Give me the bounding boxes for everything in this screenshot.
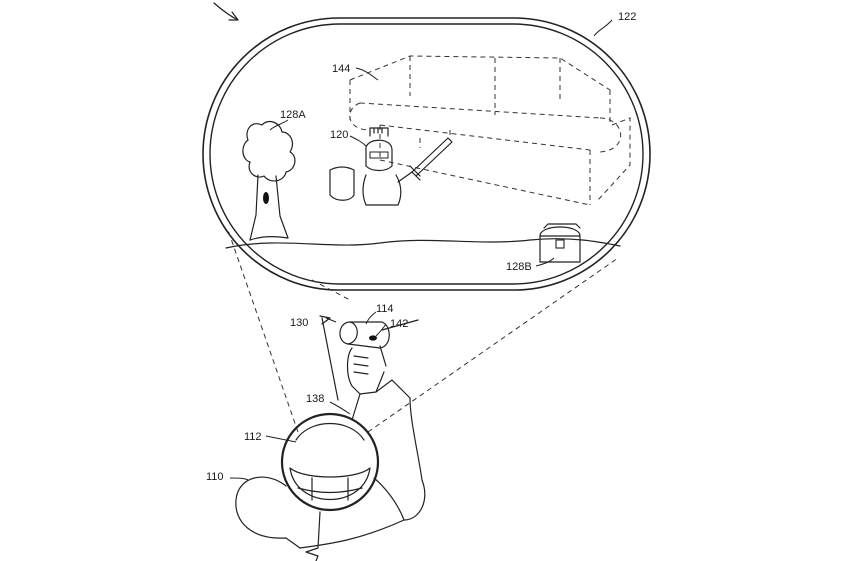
user-body: [235, 397, 426, 561]
label-128b: 128B: [506, 261, 532, 273]
treasure-chest: [539, 223, 581, 263]
headset: [280, 412, 380, 512]
figure-arrow: [213, 2, 239, 21]
view-frustum: [227, 229, 619, 433]
label-110: 110: [206, 471, 224, 483]
couch: [349, 55, 631, 206]
knight: [329, 127, 453, 206]
ground-line: [225, 238, 621, 249]
label-142: 142: [390, 318, 408, 330]
ray-arrowhead: [319, 315, 331, 325]
label-120: 120: [330, 129, 348, 141]
label-138: 138: [306, 393, 324, 405]
pointer-ray: [321, 317, 339, 401]
tree: [242, 120, 296, 241]
label-112: 112: [244, 431, 262, 443]
leader-lines: [229, 19, 613, 481]
label-144: 144: [332, 63, 350, 75]
label-122: 122: [618, 11, 636, 23]
label-130: 130: [290, 317, 308, 329]
label-114: 114: [376, 303, 394, 315]
view-bubble: [202, 17, 651, 291]
hand: [346, 345, 411, 421]
label-128a: 128A: [280, 109, 306, 121]
